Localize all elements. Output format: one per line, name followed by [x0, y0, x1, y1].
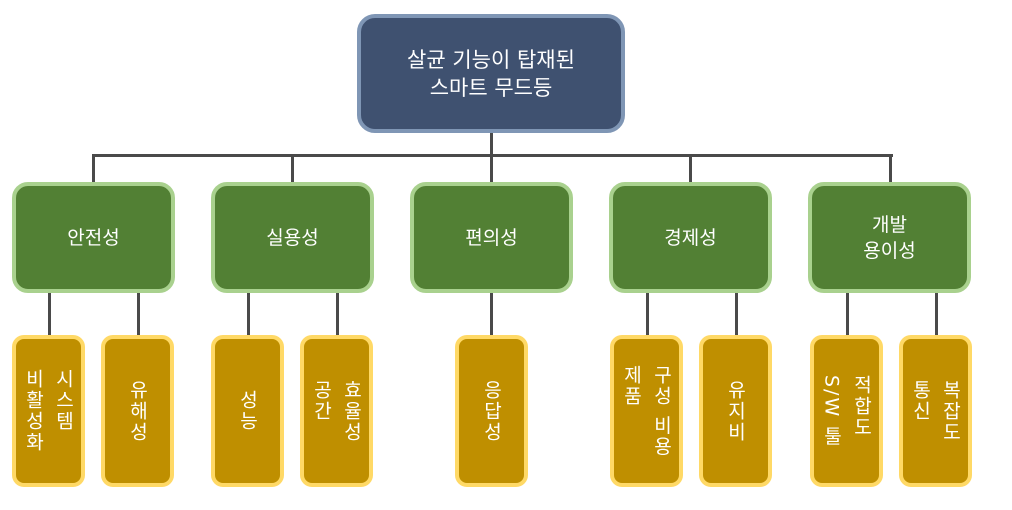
leaf-comm-complexity: 복잡도 통신	[899, 335, 972, 487]
category-dev-ease: 개발 용이성	[808, 182, 971, 293]
category-label: 개발	[872, 213, 907, 236]
leaf-system-deactivation: 시스템 비활성화	[12, 335, 85, 487]
leaf-label: S/W 툴	[820, 374, 843, 448]
root-node: 살균 기능이 탑재된 스마트 무드등	[357, 14, 625, 133]
category-label: 안전성	[67, 226, 120, 249]
category-connector	[689, 154, 692, 182]
category-safety: 안전성	[12, 182, 175, 293]
leaf-sw-tool-fit: 적합도 S/W 툴	[810, 335, 883, 487]
leaf-performance: 성능	[211, 335, 284, 487]
category-connector	[490, 154, 493, 182]
category-practicality: 실용성	[211, 182, 374, 293]
leaf-connector	[646, 293, 649, 335]
leaf-label: 유해성	[126, 379, 149, 443]
root-title-line: 스마트 무드등	[429, 75, 553, 100]
root-title-line: 살균 기능이 탑재된	[407, 47, 575, 72]
category-label: 실용성	[266, 226, 319, 249]
leaf-label: 제품	[620, 364, 643, 407]
leaf-label: 복잡도	[939, 379, 962, 443]
leaf-label: 응답성	[480, 379, 503, 443]
leaf-connector	[137, 293, 140, 335]
leaf-label: 성능	[236, 390, 259, 432]
leaf-connector	[247, 293, 250, 335]
leaf-connector	[490, 293, 493, 335]
leaf-connector	[935, 293, 938, 335]
leaf-connector	[336, 293, 339, 335]
category-label: 편의성	[465, 226, 518, 249]
category-label: 경제성	[664, 226, 717, 249]
category-economy: 경제성	[609, 182, 772, 293]
leaf-product-cost: 구성 비용 제품	[610, 335, 683, 487]
leaf-label: 구성 비용	[650, 364, 673, 458]
leaf-label: 유지비	[724, 379, 747, 443]
leaf-space-efficiency: 효율성 공간	[300, 335, 373, 487]
leaf-connector	[735, 293, 738, 335]
leaf-connector	[48, 293, 51, 335]
leaf-label: 시스템	[52, 369, 75, 432]
leaf-label: 공간	[310, 379, 333, 422]
leaf-maintenance-cost: 유지비	[699, 335, 772, 487]
leaf-label: 효율성	[340, 379, 363, 443]
root-connector	[490, 133, 493, 155]
leaf-label: 통신	[909, 379, 932, 422]
category-connector	[291, 154, 294, 182]
category-connector	[92, 154, 95, 182]
category-label: 용이성	[863, 239, 916, 262]
category-convenience: 편의성	[410, 182, 573, 293]
leaf-label: 비활성화	[22, 369, 45, 453]
leaf-harmfulness: 유해성	[101, 335, 174, 487]
leaf-connector	[846, 293, 849, 335]
leaf-responsiveness: 응답성	[455, 335, 528, 487]
leaf-label: 적합도	[850, 374, 873, 438]
category-connector	[889, 154, 892, 182]
